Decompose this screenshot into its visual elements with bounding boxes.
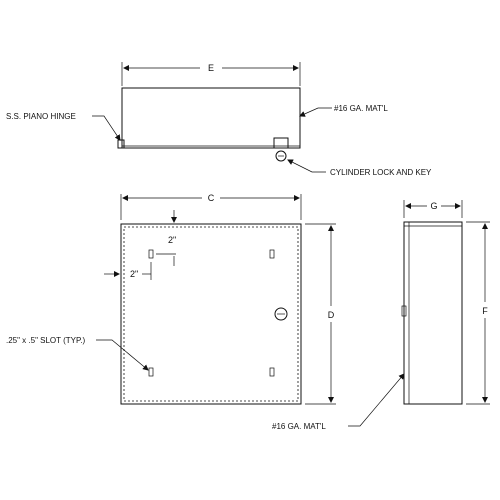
lock-label: CYLINDER LOCK AND KEY	[330, 168, 432, 177]
dim-e-label: E	[208, 63, 214, 73]
slot-top-right	[269, 249, 275, 259]
material-top-label: #16 GA. MAT'L	[334, 104, 388, 113]
piano-hinge-shape	[117, 139, 125, 149]
dim-2in-vertical: 2"	[168, 235, 176, 245]
front-door-outer	[120, 223, 302, 405]
top-view: E S.S. PIANO HINGE #16 GA. MAT'L CYLINDE…	[6, 62, 432, 177]
dim-g-label: G	[430, 201, 437, 211]
material-side-label: #16 GA. MAT'L	[272, 422, 326, 431]
dim-2in-horizontal: 2"	[130, 269, 138, 279]
slot-label: .25" x .5" SLOT (TYP.)	[6, 336, 86, 345]
slot-top-left	[148, 249, 154, 259]
slot-bottom-left	[148, 367, 154, 377]
lock-boss	[273, 137, 289, 149]
front-lock	[274, 307, 288, 321]
side-view-body	[403, 221, 463, 405]
side-view: G F #16 GA. MAT'L	[272, 200, 490, 431]
slot-bottom-right	[269, 367, 275, 377]
top-view-body	[121, 87, 301, 149]
lock-cylinder	[275, 150, 287, 162]
dim-d-label: D	[328, 310, 335, 320]
dim-c-label: C	[208, 193, 215, 203]
hinge-leader	[92, 115, 121, 141]
side-lock	[401, 305, 407, 317]
front-door-inner	[123, 226, 299, 402]
slot-leader	[96, 339, 149, 371]
material-top-leader	[299, 107, 332, 117]
hinge-label: S.S. PIANO HINGE	[6, 112, 76, 121]
material-side-leader	[348, 373, 405, 427]
dim-f-label: F	[482, 306, 488, 316]
lock-leader	[287, 159, 326, 173]
front-view: 2" 2" C D .25" x .5" SLOT (TYP.)	[6, 193, 336, 405]
